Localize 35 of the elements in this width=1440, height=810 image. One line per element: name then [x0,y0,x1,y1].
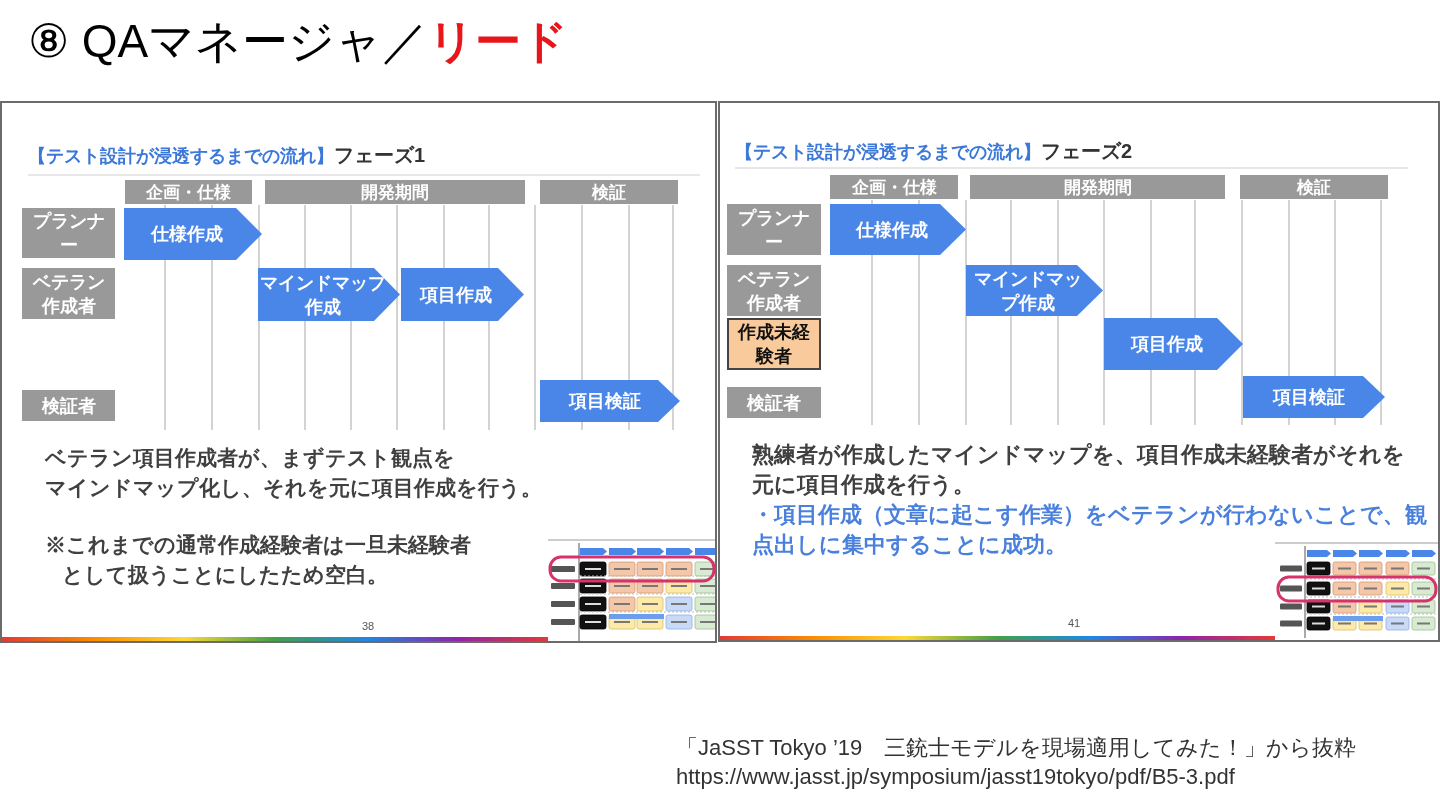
role-box: プランナー [727,204,821,255]
source-url: https://www.jasst.jp/symposium/jasst19tokyo/pdf/B5-3.pdf [676,763,1235,791]
slide-panel [0,101,717,643]
phase-header: 開発期間 [265,180,525,204]
phase-header: 検証 [1240,175,1388,199]
body-text: 熟練者が作成したマインドマップを、項目作成未経験者がそれを元に項目作成を行う。 [752,441,1405,499]
slide-panel [718,101,1440,642]
phase-header: 検証 [540,180,678,204]
task-bar: 項目作成 [1104,318,1243,370]
result-text: ・項目作成（文章に起こす作業）をベテランが行わないことで、観点出しに集中することに成功。 [752,501,1427,559]
phase-label: フェーズ1 [334,143,426,168]
task-bar: 項目作成 [401,268,524,321]
task-bar: マインドマップ作成 [966,265,1103,316]
role-box: プランナー [22,208,115,258]
note-text: ※これまでの通常作成経験者は一旦未経験者として扱うことにしたため空白。 [45,532,471,589]
task-bar: 項目検証 [540,380,680,422]
body-text: ベテラン項目作成者が、まずテスト観点をマインドマップ化し、それを元に項目作成を行う。 [45,445,542,502]
phase-label: フェーズ2 [1041,139,1133,164]
slide-heading: 【テスト設計が浸透するまでの流れ】 [735,141,1041,164]
slide-heading: 【テスト設計が浸透するまでの流れ】 [28,145,334,168]
task-bar: 仕様作成 [830,204,966,255]
page-number: 41 [1068,617,1081,629]
task-bar: 仕様作成 [124,208,262,260]
role-box: 作成未経験者 [727,318,821,370]
role-box: ベテラン作成者 [727,265,821,316]
task-bar: 項目検証 [1243,376,1385,418]
phase-header: 企画・仕様 [125,180,252,204]
phase-header: 開発期間 [970,175,1225,199]
page-title: ⑧ QAマネージャ／リード [28,14,569,69]
role-box: ベテラン作成者 [22,268,115,319]
source-caption: 「JaSST Tokyo ’19 三銃士モデルを現場適用してみた！」から抜粋 [676,734,1357,762]
role-box: 検証者 [727,387,821,418]
role-box: 検証者 [22,390,115,421]
phase-header: 企画・仕様 [830,175,958,199]
page-number: 38 [362,620,375,632]
